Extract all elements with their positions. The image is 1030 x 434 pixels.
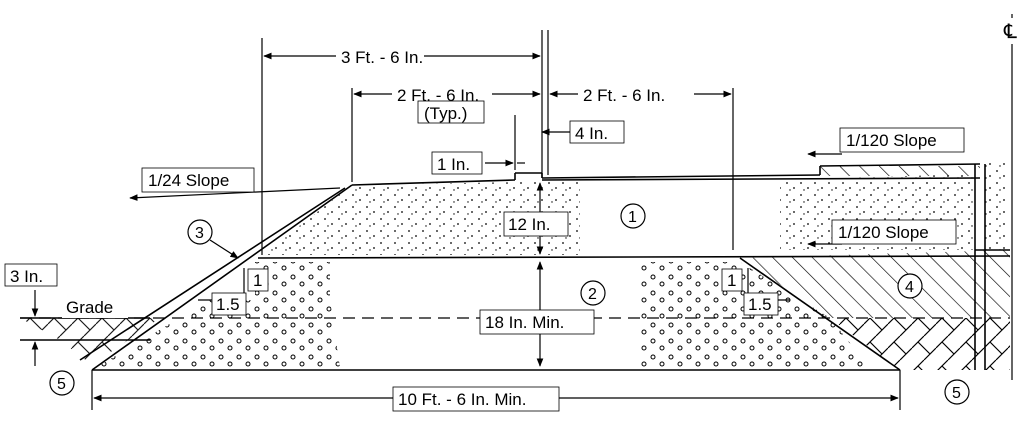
section-outlines bbox=[20, 163, 1011, 371]
callout-4-circle bbox=[897, 273, 923, 299]
ratio-right-horizontal: 1.5 bbox=[748, 295, 772, 314]
callout-2: 2 bbox=[588, 286, 597, 303]
dim-typ-note: (Typ.) bbox=[424, 104, 467, 123]
callout-1: 1 bbox=[628, 209, 637, 226]
slope-1-120-top: 1/120 Slope bbox=[846, 131, 937, 150]
existing-pavement-layer bbox=[20, 160, 1010, 370]
ratio-left-vertical: 1 bbox=[253, 271, 262, 290]
centerline-symbol: ℄ bbox=[1003, 21, 1017, 43]
grade-label: Grade bbox=[66, 298, 113, 317]
callout-3-circle bbox=[187, 219, 213, 245]
dim-12in: 12 In. bbox=[508, 215, 551, 234]
ratio-right-vertical: 1 bbox=[727, 271, 736, 290]
callout-5-left-circle bbox=[49, 370, 75, 396]
dim-2ft-6in-right: 2 Ft. - 6 In. bbox=[583, 86, 665, 105]
dimension-texts: 3 Ft. - 6 In. 2 Ft. - 6 In. (Typ.) 2 Ft.… bbox=[4, 45, 694, 412]
callout-5-left: 5 bbox=[57, 376, 66, 393]
callout-2-circle bbox=[580, 280, 606, 306]
dim-18in-min: 18 In. Min. bbox=[485, 313, 564, 332]
dim-3ft-6in: 3 Ft. - 6 In. bbox=[341, 48, 423, 67]
callout-1-circle bbox=[620, 203, 646, 229]
callout-5-right-circle bbox=[944, 379, 970, 405]
dim-3in: 3 In. bbox=[10, 267, 43, 286]
dim-2ft-6in-left: 2 Ft. - 6 In. bbox=[397, 86, 479, 105]
callout-3: 3 bbox=[195, 225, 204, 242]
callout-4: 4 bbox=[905, 279, 914, 296]
dim-4in: 4 In. bbox=[575, 124, 608, 143]
slope-1-24: 1/24 Slope bbox=[148, 171, 229, 190]
dim-10ft-6in-min: 10 Ft. - 6 In. Min. bbox=[398, 390, 527, 409]
slope-texts: 1/24 Slope 1/120 Slope 1/120 Slope 1 1.5… bbox=[141, 127, 965, 316]
dim-1in: 1 In. bbox=[437, 155, 470, 174]
callout-5-right: 5 bbox=[952, 385, 961, 402]
general-labels: Grade ℄ bbox=[62, 18, 1024, 318]
callouts: 1 2 3 4 5 5 bbox=[49, 203, 970, 405]
ratio-left-horizontal: 1.5 bbox=[216, 295, 240, 314]
slope-1-120-mid: 1/120 Slope bbox=[838, 223, 929, 242]
